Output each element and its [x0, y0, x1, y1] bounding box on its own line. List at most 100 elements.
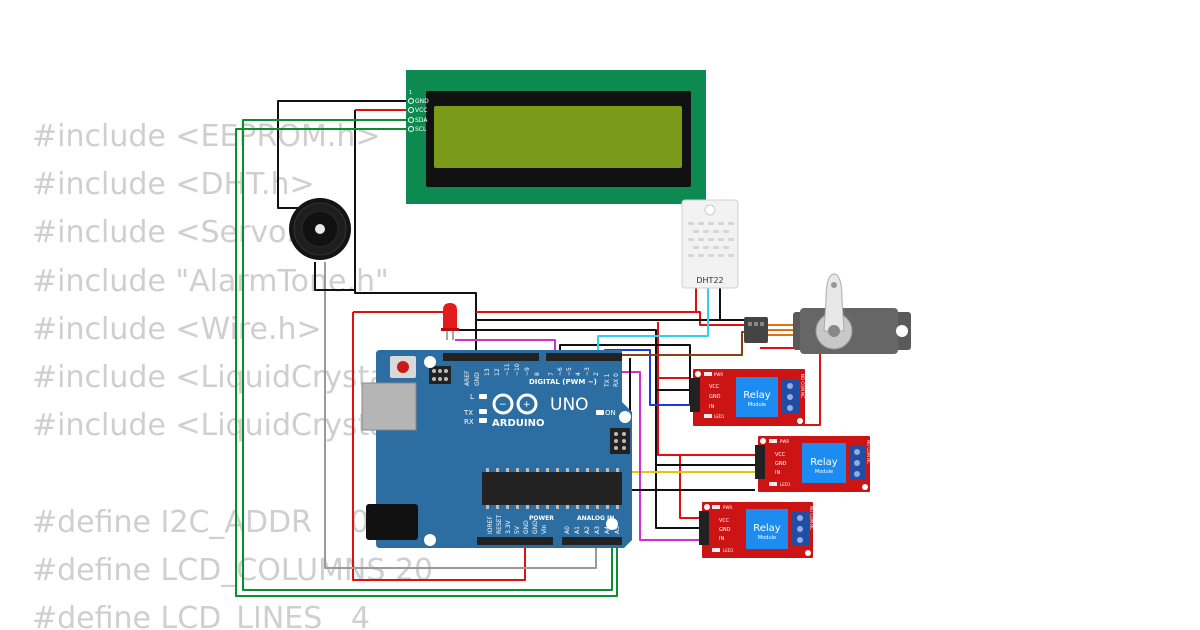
relay-2-pin-gnd: GND [775, 461, 787, 467]
wire-lcd-sda[interactable] [242, 119, 613, 591]
lcd-pin-sda: SDA [415, 117, 428, 124]
pin-5v-label: 5V [514, 525, 521, 534]
led-l-label: L [470, 393, 474, 401]
pin-a1-label: A1 [574, 526, 581, 534]
pin-tx1-label: TX 1 [604, 373, 611, 388]
led-rx-label: RX [464, 418, 474, 426]
code-line: #include <Wire.h> [32, 311, 322, 347]
dht22-sensor[interactable]: DHT22 [681, 199, 739, 289]
wire-lcd-scl[interactable] [235, 128, 618, 597]
relay-3-pin-vcc: VCC [719, 518, 730, 524]
relay-1-terminals: NO COM NC [800, 374, 805, 398]
relay-1-pin-vcc: VCC [709, 384, 720, 390]
lcd-module[interactable]: 1 GND VCC SDA SCL [406, 70, 706, 204]
relay-1-sublabel: Module [748, 402, 766, 408]
lcd-pin-gnd: GND [415, 98, 429, 105]
atmega-chip [482, 472, 622, 505]
pin-a2-label: A2 [584, 526, 591, 534]
usb-port [361, 382, 417, 431]
relay-module-1[interactable]: Relay Module PWR LED1 VCC GND IN NO COM … [690, 369, 805, 426]
relay-3-sublabel: Module [758, 535, 776, 541]
pin-3v3-label: 3.3V [505, 519, 512, 534]
arduino-brand: ARDUINO [492, 418, 544, 429]
code-line: #include <DHT.h> [32, 167, 315, 203]
power-pin-labels: IOREF RESET 3.3V 5V GND GND Vin [487, 514, 548, 534]
pin-13-label: 13 [484, 368, 491, 376]
relay-2-sublabel: Module [815, 469, 833, 475]
analog-header [562, 537, 622, 545]
wire-5v-red[interactable] [352, 312, 526, 581]
lcd-pin-scl: SCL [415, 126, 427, 133]
code-background: #include <EEPROM.h> #include <DHT.h> #in… [32, 116, 514, 630]
power-label: POWER [529, 515, 554, 522]
arduino-logo [492, 393, 538, 415]
wire-red-relay3[interactable] [658, 454, 705, 519]
relay-2-terminals: NO COM NC [866, 440, 871, 464]
pin-10-label: ~10 [514, 363, 521, 376]
pin-rx0-label: RX 0 [613, 373, 620, 387]
pin-a4-label: A4 [604, 526, 611, 534]
lcd-pin1-marker: 1 [409, 90, 412, 96]
relay-2-label: Relay [810, 457, 838, 468]
wire-dht-data[interactable] [597, 287, 709, 358]
relay-3-led: LED1 [723, 548, 734, 553]
dc-jack [366, 504, 418, 540]
servo-motor[interactable] [744, 273, 911, 354]
wire-red-vcc-bus[interactable] [476, 311, 745, 326]
wire-buzzer-black[interactable] [314, 262, 355, 291]
pin-ioref-label: IOREF [487, 516, 494, 534]
pin-gnd2-label: GND [532, 520, 539, 534]
wire-black-gnd2[interactable] [559, 344, 691, 405]
digital-header-1 [443, 353, 539, 361]
wire-gnd-bus[interactable] [354, 110, 477, 352]
relay-module-2[interactable]: Relay Module PWR LED1 VCC GND IN NO COM … [755, 436, 871, 492]
dht22-label: DHT22 [696, 276, 723, 285]
code-line: #define LCD_COLUMNS 20 [32, 552, 434, 588]
relay-1-pwr: PWR [714, 372, 723, 377]
code-line: #include "AlarmTone.h" [32, 263, 389, 299]
pin-6-label: ~6 [557, 367, 564, 376]
dht22-grille [688, 222, 734, 257]
relay-3-pin-gnd: GND [719, 527, 731, 533]
relay-1-pin-gnd: GND [709, 394, 721, 400]
buzzer[interactable] [289, 198, 351, 260]
pin-2-label: 2 [593, 372, 600, 376]
pin-3-label: ~3 [584, 367, 591, 376]
digital-pin-labels: AREF GND 13 12 ~11 ~10 ~9 8 7 ~6 ~5 4 ~3… [464, 363, 620, 388]
pin-gnd-label: GND [474, 372, 481, 386]
icsp-header-2 [610, 428, 630, 454]
wire-black-bus2[interactable] [476, 329, 690, 391]
relay-2-led: LED1 [780, 482, 791, 487]
relay-1-pin-in: IN [709, 404, 714, 410]
icsp-header [429, 366, 451, 384]
relay-3-pwr: PWR [723, 505, 732, 510]
wire-black-bus3[interactable] [655, 390, 705, 529]
on-label: ON [605, 409, 616, 417]
wire-buzzer-gray[interactable] [324, 262, 597, 569]
pin-reset-label: RESET [496, 514, 503, 534]
red-led[interactable] [441, 303, 459, 340]
pin-5-label: ~5 [566, 367, 573, 376]
pin-12-label: 12 [494, 368, 501, 376]
lcd-pin-vcc: VCC [415, 107, 427, 114]
wire-red-relay[interactable] [657, 322, 690, 379]
pin-a0-label: A0 [564, 526, 571, 534]
pin-gnd1-label: GND [523, 520, 530, 534]
relay-3-terminals: NO COM NC [809, 506, 814, 530]
pin-aref-label: AREF [464, 370, 471, 386]
pin-7-label: 7 [548, 372, 555, 376]
pin-9-label: ~9 [524, 367, 531, 376]
code-line: #define LCD_LINES 4 [32, 600, 370, 630]
logo-minus: − [499, 400, 507, 410]
relay-3-pin-in: IN [719, 536, 724, 542]
analog-label: ANALOG IN [577, 515, 614, 522]
relay-3-label: Relay [753, 523, 781, 534]
arduino-uno-board[interactable]: L TX RX ON − + UNO ARDUINO DIGITAL (PWM … [361, 350, 632, 548]
wire-lcd-gnd[interactable] [277, 100, 410, 209]
digital-header-2 [546, 353, 622, 361]
relay-1-led: LED1 [714, 414, 725, 419]
pin-a5-label: A5 [614, 526, 621, 534]
power-header [477, 537, 553, 545]
relay-module-3[interactable]: Relay Module PWR LED1 VCC GND IN NO COM … [699, 502, 814, 558]
pin-a3-label: A3 [594, 526, 601, 534]
